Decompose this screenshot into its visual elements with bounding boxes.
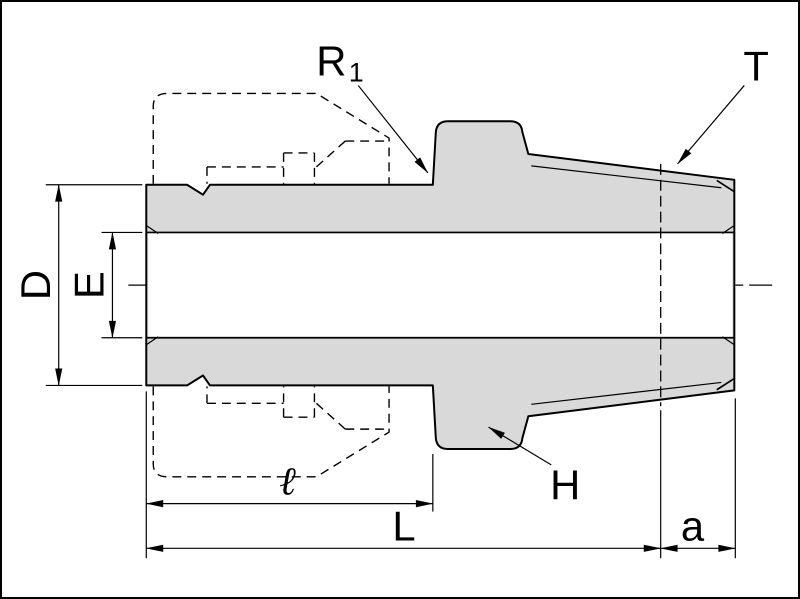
label-outer-diameter: D bbox=[12, 270, 59, 300]
label-radius: R bbox=[316, 38, 346, 85]
callout-r1: R 1 bbox=[316, 38, 429, 174]
leader-line-h bbox=[488, 426, 552, 466]
dimension-e: E bbox=[65, 231, 143, 339]
thread-end-chamfer-bottom bbox=[716, 377, 736, 391]
dimension-d: D bbox=[12, 184, 143, 387]
fitting-body bbox=[145, 120, 736, 450]
callout-h: H bbox=[488, 426, 580, 509]
phantom-line bbox=[315, 140, 346, 168]
leader-line-t bbox=[677, 85, 745, 165]
thread-root-line-top bbox=[531, 165, 722, 189]
phantom-nut-top-outline bbox=[152, 92, 390, 184]
bore-region bbox=[148, 233, 733, 337]
phantom-line bbox=[315, 402, 346, 430]
dimension-a: a bbox=[660, 398, 736, 559]
thread-end-chamfer-top bbox=[716, 179, 736, 193]
label-thread: T bbox=[743, 43, 769, 90]
phantom-nut-top bbox=[152, 92, 390, 184]
label-thread-length: a bbox=[681, 502, 705, 549]
bore-chamfer-left-top bbox=[145, 225, 159, 234]
label-hex: H bbox=[550, 462, 580, 509]
callout-t: T bbox=[677, 43, 769, 165]
leader-line-r1 bbox=[357, 85, 429, 174]
label-body-length: ℓ bbox=[279, 459, 296, 505]
bore-chamfer-right-top bbox=[722, 225, 735, 234]
dimension-l: L bbox=[145, 410, 662, 559]
dimension-ell: ℓ bbox=[145, 391, 434, 559]
label-overall-length: L bbox=[392, 502, 415, 549]
bore-chamfer-right-bottom bbox=[722, 336, 735, 346]
label-bore-diameter: E bbox=[65, 271, 112, 299]
phantom-nut-bottom-outline bbox=[152, 386, 390, 478]
thread-root-line-bottom bbox=[531, 381, 722, 405]
bore-chamfer-left-bottom bbox=[145, 336, 159, 346]
phantom-nut-bottom bbox=[152, 386, 390, 478]
label-radius-subscript: 1 bbox=[349, 57, 364, 87]
